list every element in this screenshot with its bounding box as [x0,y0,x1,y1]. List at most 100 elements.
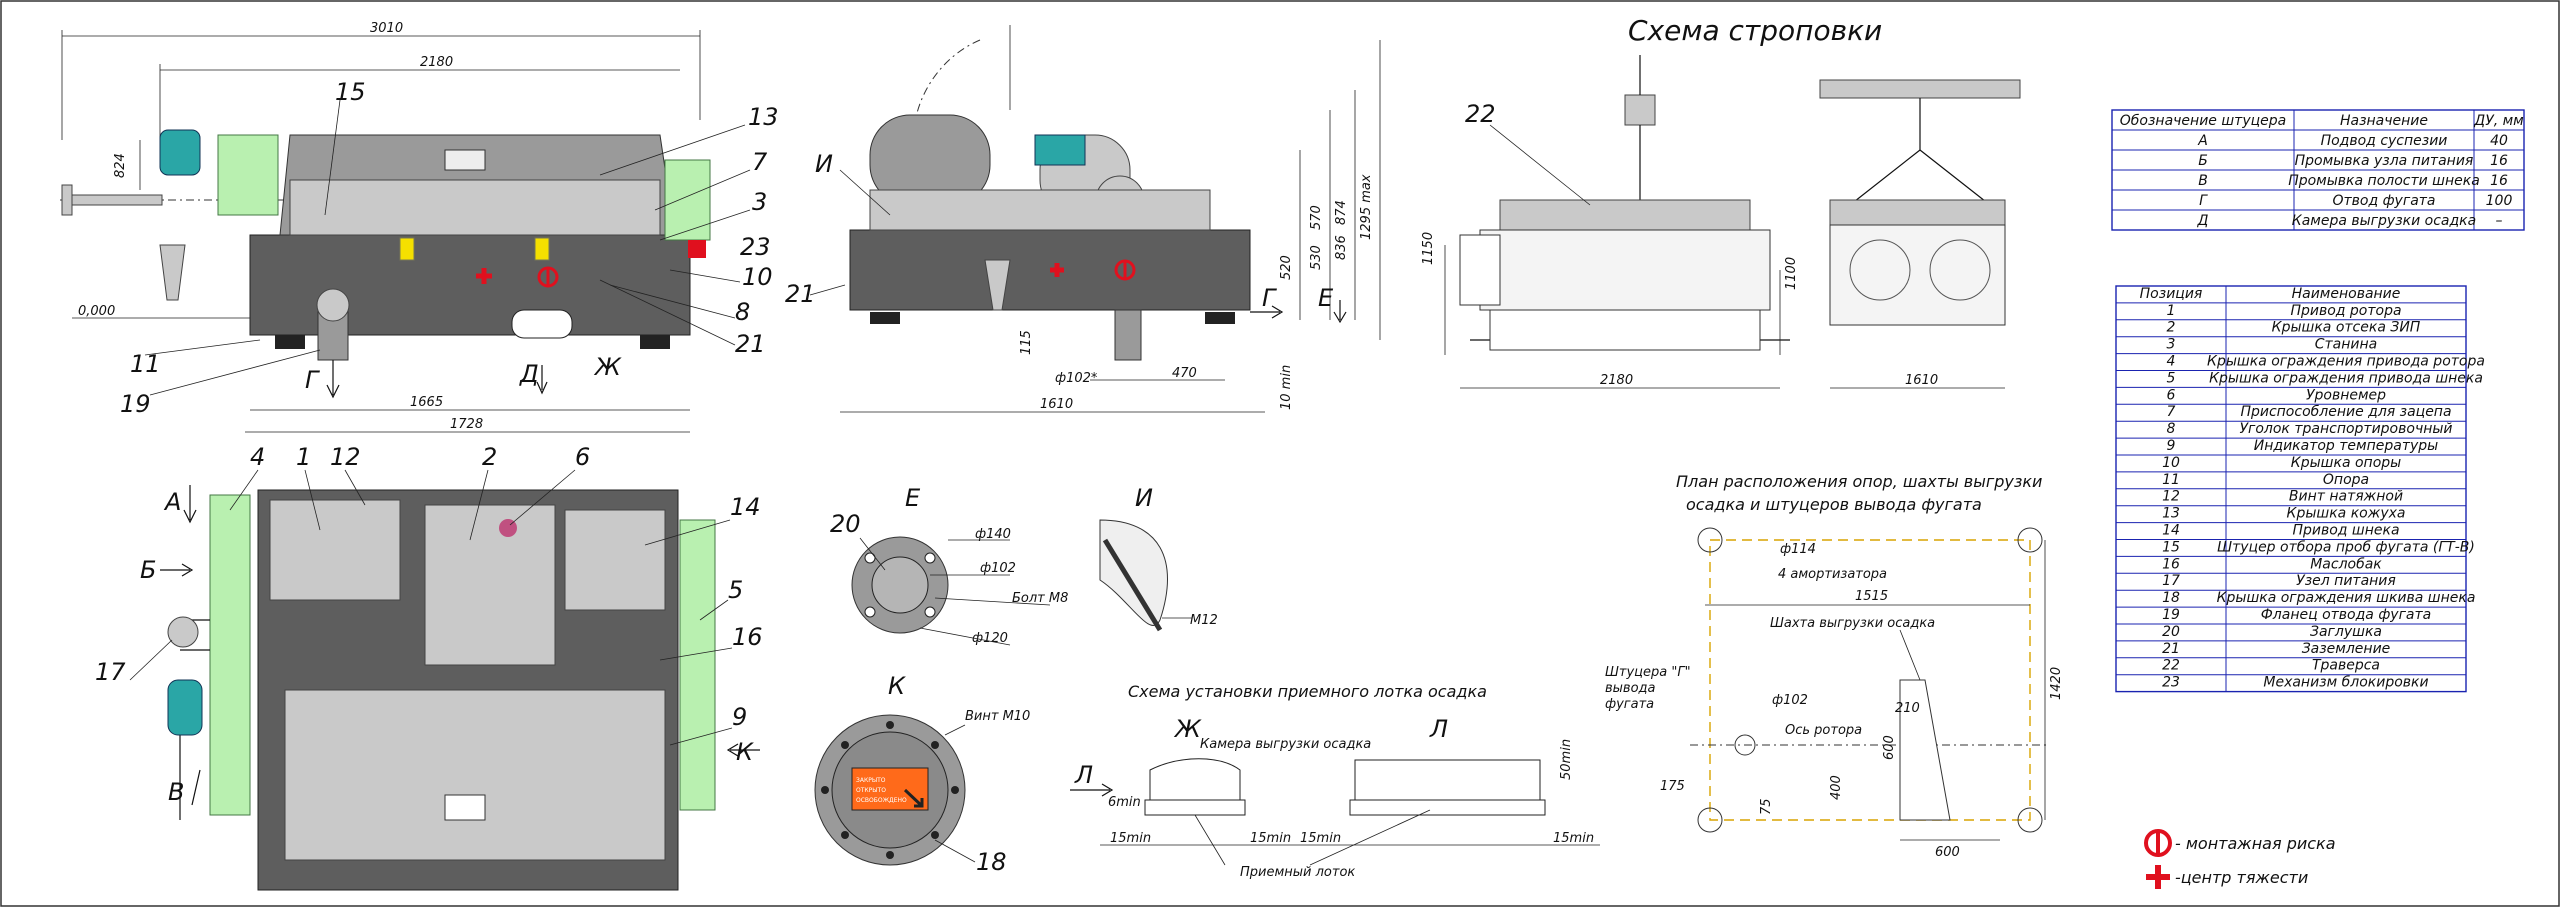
fittings-cell: 16 [2490,153,2508,169]
callout-19: 19 [120,390,151,418]
detail-k-callout-18: 18 [976,848,1007,876]
end-dim-530: 530 [1309,245,1324,270]
fittings-cell: 100 [2486,193,2513,209]
fittings-cell: Камера выгрузки осадка [2292,213,2476,229]
parts-cell: Привод шнека [2292,523,2399,539]
detail-e-letter: Е [905,484,921,512]
parts-cell: Уровнемер [2306,387,2386,403]
svg-text:ОСВОБОЖДЕНО: ОСВОБОЖДЕНО [856,797,907,804]
tray-letter-l: Л [1429,715,1448,743]
fittings-cell: 16 [2490,173,2508,189]
supports-plan: План расположения опор, шахты выгрузки о… [1605,472,2064,860]
parts-header: Позиция [2140,286,2203,302]
fittings-header: ДУ, мм [2473,113,2524,129]
tray-label: Приемный лоток [1240,865,1355,880]
legend-mark-label: - монтажная риска [2175,834,2336,853]
tray-dim-15d: 15min [1553,831,1594,846]
parts-cell: 10 [2162,455,2180,471]
parts-cell: Узел питания [2296,573,2396,589]
detail-e-dim-102: ф102 [980,561,1016,576]
parts-cell: Крышка ограждения привода ротора [2207,354,2485,370]
detail-e-dim-120: ф120 [972,631,1008,646]
lock-mechanism [688,240,706,258]
end-dim-102: ф102* [1055,371,1098,386]
parts-cell: Заглушка [2310,624,2382,640]
tray-chamber-label: Камера выгрузки осадка [1200,737,1371,752]
parts-cell: 2 [2167,320,2176,336]
top-callout-6: 6 [575,443,590,471]
top-callout-4: 4 [250,443,265,471]
slinging-front: 1150 1100 2180 22 [1421,55,1799,389]
parts-cell: 22 [2162,658,2180,674]
parts-cell: 16 [2162,556,2180,572]
tray-dim-50min: 50min [1559,739,1574,780]
plan-frame [1709,539,2031,821]
plan-rotor-axis: Ось ротора [1785,723,1862,738]
detail-i: И М12 [1099,484,1218,632]
parts-cell: Крышка опоры [2291,455,2401,471]
parts-cell: 11 [2162,472,2180,488]
lift-hook [534,237,550,261]
detail-k: К ЗАКРЫТО ОТКРЫТО ОСВОБОЖДЕНО Винт М10 1… [814,672,1030,876]
callout-22: 22 [1465,100,1496,128]
fittings-cell: Отвод фугата [2332,193,2435,209]
fittings-cell: 40 [2490,133,2508,149]
detail-e-dim-140: ф140 [975,527,1011,542]
plan-dim-400: 400 [1829,775,1844,800]
end-dim-520: 520 [1279,255,1294,280]
callout-7: 7 [752,148,768,176]
top-motor [167,679,203,736]
detail-i-bracket [1099,519,1168,626]
plan-shaft-label: Шахта выгрузки осадка [1770,616,1935,631]
parts-cell: Уголок транспортировочный [2239,421,2452,437]
parts-cell: Винт натяжной [2289,489,2403,505]
end-dim-10min: 10 min [1279,365,1294,410]
top-callout-5: 5 [728,576,743,604]
top-callout-14: 14 [730,493,761,521]
parts-cell: Фланец отвода фугата [2261,607,2432,623]
fittings-cell: Г [2199,193,2208,209]
parts-cell: Приспособление для зацепа [2240,404,2451,420]
top-callout-2: 2 [482,443,497,471]
detail-e-callout-20: 20 [830,510,861,538]
parts-cell: 14 [2162,523,2180,539]
end-dim-836: 836 [1334,235,1349,260]
end-letter-e: Е [1318,284,1334,312]
svg-text:ОТКРЫТО: ОТКРЫТО [856,787,886,794]
sling-dim-2180: 2180 [1600,373,1633,388]
lift-hook [399,237,415,261]
plan-fit-2: вывода [1605,681,1656,696]
tray-dim-15b: 15min [1250,831,1291,846]
gravity-center-legend-icon [2146,865,2170,889]
end-motor [1034,134,1086,166]
parts-cell: 17 [2162,573,2180,589]
parts-cell: Траверса [2312,658,2380,674]
parts-cell: Привод ротора [2290,303,2401,319]
end-dim-874: 874 [1334,200,1349,225]
letter-d: Д [519,360,539,388]
tray-letter-l2: Л [1074,761,1093,789]
end-view: 1610 470 ф102* 115 10 min 520 530 570 83… [785,25,1381,413]
rotor-drive-guard [217,134,279,216]
plan-dim-1420: 1420 [2049,667,2064,700]
sling-dim-1610: 1610 [1905,373,1938,388]
spares-cover [424,504,556,666]
parts-cell: 5 [2167,370,2176,386]
callout-13: 13 [748,103,779,131]
parts-cell: 4 [2167,354,2176,370]
callout-21: 21 [735,330,766,358]
callout-11: 11 [130,350,161,378]
detail-e: Е 20 ф140 ф102 Болт М8 ф120 [830,484,1068,646]
plan-dim-1515: 1515 [1855,589,1888,604]
legend: - монтажная риска -центр тяжести [2144,829,2336,889]
fittings-header: Обозначение штуцера [2120,113,2286,129]
fittings-cell: – [2496,213,2503,229]
parts-cell: 12 [2162,489,2180,505]
letter-zh: Ж [593,353,622,381]
dim-1728: 1728 [450,417,483,432]
detail-e-bolt: Болт М8 [1012,591,1068,606]
